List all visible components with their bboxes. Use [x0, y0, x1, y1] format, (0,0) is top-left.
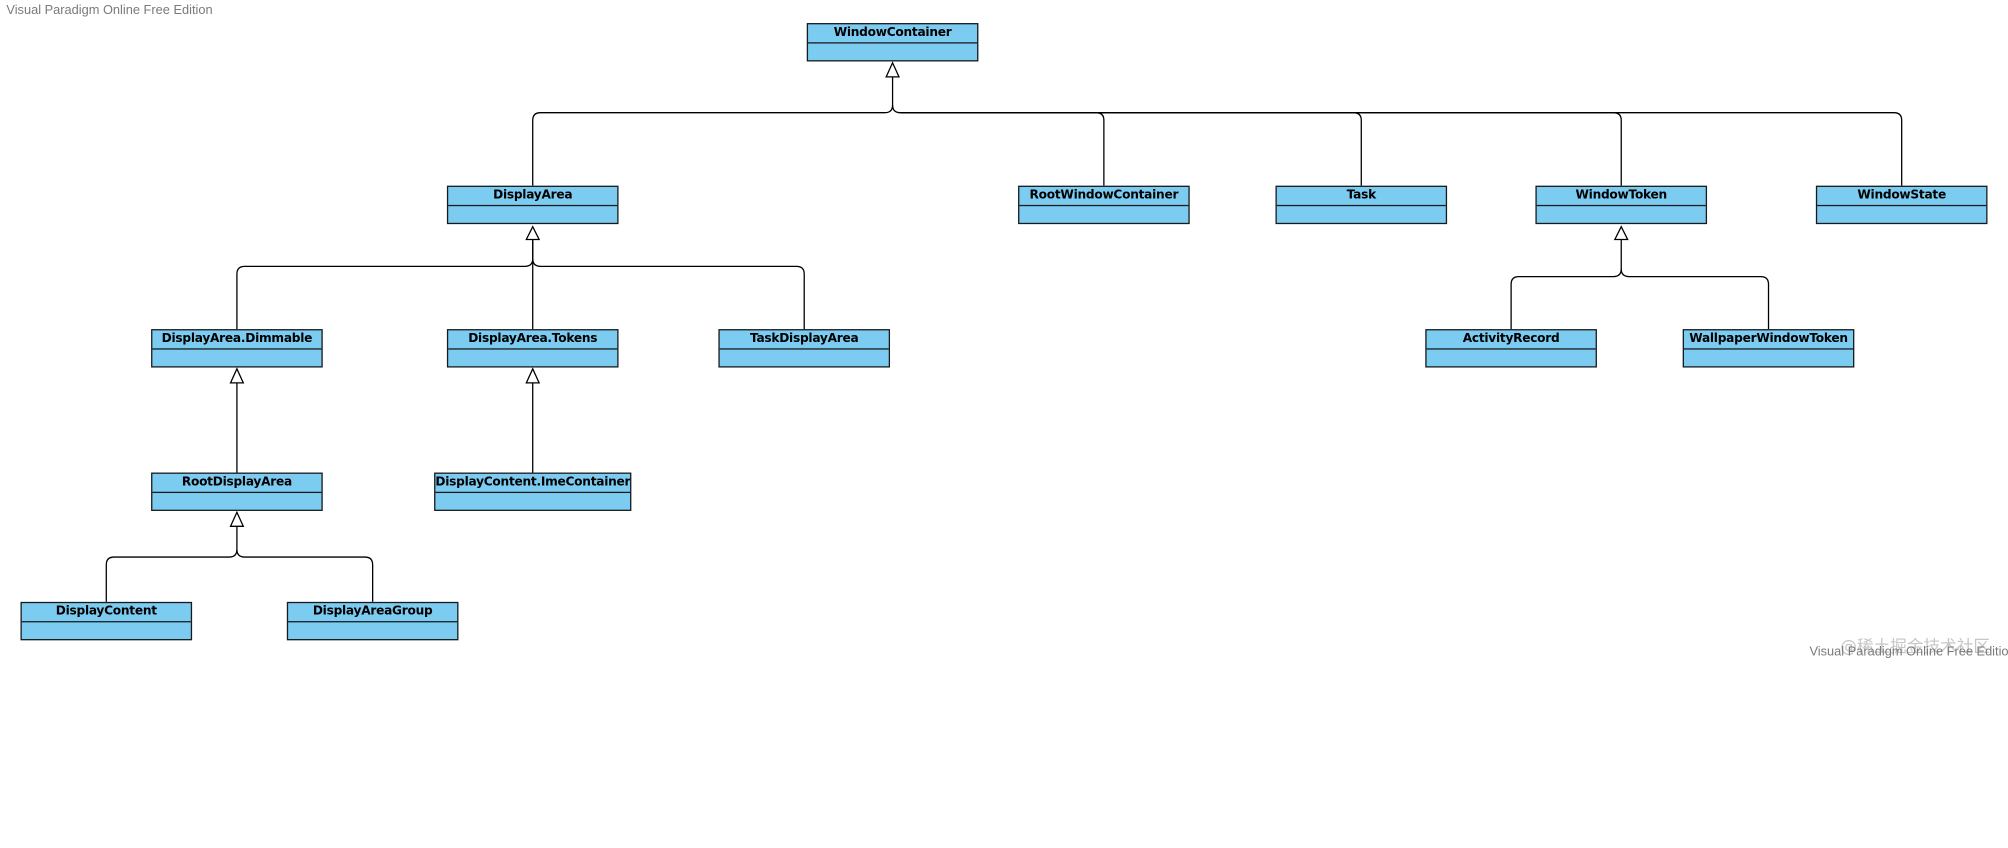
edge-displaycontent-to-rootdisplayarea	[105, 526, 238, 602]
class-display-area[interactable]: DisplayArea	[446, 185, 619, 225]
edge-displayarea-to-windowcontainer	[532, 76, 894, 186]
generalization-arrowhead	[229, 367, 245, 384]
class-name: ActivityRecord	[1426, 330, 1596, 350]
class-display-area-dimmable[interactable]: DisplayArea.Dimmable	[151, 329, 323, 368]
class-task-display-area[interactable]: TaskDisplayArea	[718, 329, 891, 368]
class-task[interactable]: Task	[1275, 185, 1448, 225]
class-root-display-area[interactable]: RootDisplayArea	[151, 472, 323, 511]
class-display-content[interactable]: DisplayContent	[20, 601, 193, 641]
watermark-juejin: @稀土掘金技术社区	[1840, 637, 1991, 657]
class-window-token[interactable]: WindowToken	[1535, 185, 1708, 225]
class-name: RootDisplayArea	[152, 474, 322, 494]
generalization-arrowhead	[1613, 225, 1629, 241]
class-activity-record[interactable]: ActivityRecord	[1425, 329, 1597, 368]
class-window-container[interactable]: WindowContainer	[806, 23, 979, 62]
edge-windowtoken-to-windowcontainer	[900, 112, 1622, 186]
class-name: DisplayContent	[21, 603, 191, 623]
watermark-bottom-right: Visual Paradigm Online Free Edition	[1809, 645, 2008, 660]
edge-rootwindowcontainer-to-windowcontainer	[891, 104, 1105, 186]
generalization-arrowhead	[525, 367, 541, 384]
class-display-area-group[interactable]: DisplayAreaGroup	[286, 601, 459, 641]
class-name: WallpaperWindowToken	[1683, 330, 1854, 350]
class-name: TaskDisplayArea	[719, 330, 889, 350]
class-name: DisplayArea.Dimmable	[152, 330, 322, 350]
generalization-arrowhead	[229, 510, 245, 527]
edge-dimmable-to-displayarea	[236, 239, 534, 330]
class-name: Task	[1276, 187, 1446, 207]
class-root-window-container[interactable]: RootWindowContainer	[1018, 185, 1190, 225]
class-name: DisplayContent.ImeContainer	[435, 474, 631, 494]
class-name: WindowToken	[1536, 187, 1706, 207]
class-name: WindowState	[1817, 187, 1987, 207]
class-name: DisplayArea	[448, 187, 618, 207]
edge-activityrecord-to-windowtoken	[1510, 239, 1622, 330]
class-name: RootWindowContainer	[1019, 187, 1189, 207]
edge-displayareagroup-to-rootdisplayarea	[236, 549, 374, 602]
generalization-arrowhead	[525, 225, 541, 241]
class-wallpaper-window-token[interactable]: WallpaperWindowToken	[1682, 329, 1855, 368]
edge-taskdisplayarea-to-displayarea	[532, 258, 805, 330]
class-display-area-tokens[interactable]: DisplayArea.Tokens	[446, 329, 619, 368]
generalization-arrowhead	[885, 61, 900, 78]
class-name: WindowContainer	[808, 24, 978, 44]
edge-wallpaper-to-windowtoken	[1620, 268, 1770, 330]
class-display-content-ime-container[interactable]: DisplayContent.ImeContainer	[434, 472, 632, 511]
class-name: DisplayAreaGroup	[288, 603, 458, 623]
watermark-top-left: Visual Paradigm Online Free Edition	[6, 3, 213, 18]
edge-windowstate-to-windowcontainer	[900, 112, 1903, 186]
edge-task-to-windowcontainer	[900, 112, 1362, 186]
class-name: DisplayArea.Tokens	[448, 330, 618, 350]
inheritance-edges	[105, 61, 1903, 602]
class-window-state[interactable]: WindowState	[1815, 185, 1988, 225]
